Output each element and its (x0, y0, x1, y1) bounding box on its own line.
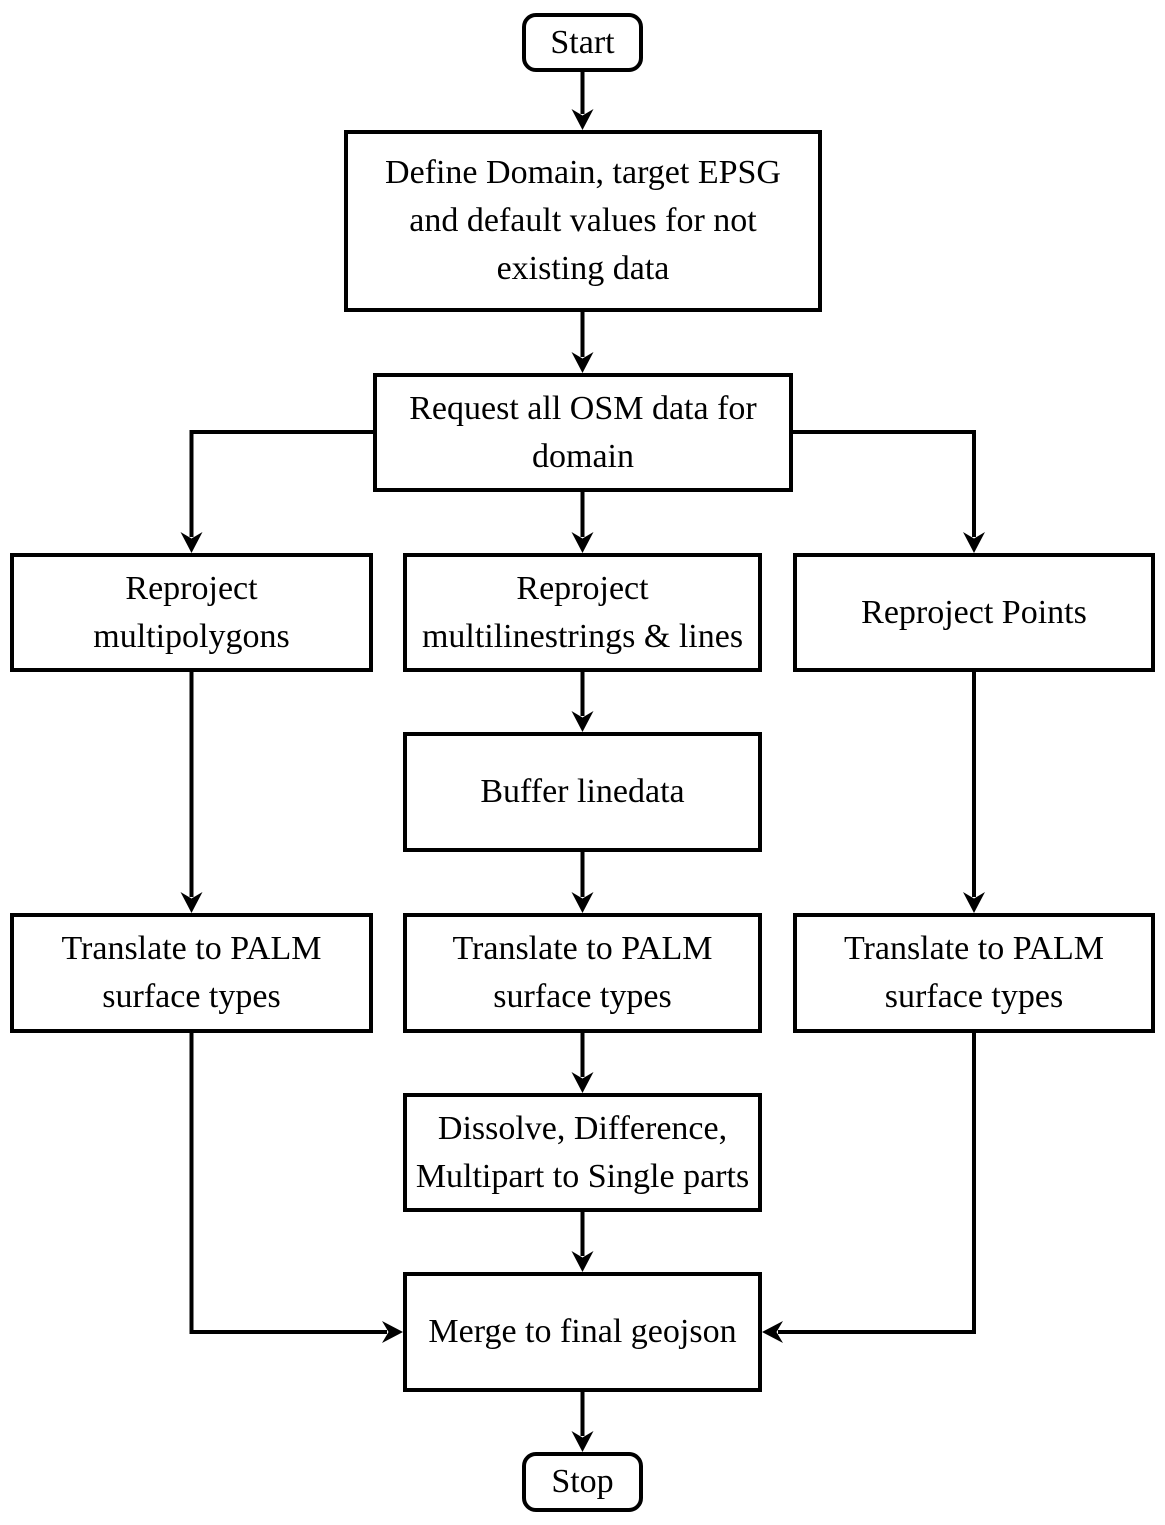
node-reproject-points: Reproject Points (793, 553, 1155, 672)
node-translate-palm-right-label: Translate to PALM surface types (843, 930, 1105, 1015)
node-request-osm-data-label: Request all OSM data for domain (409, 389, 757, 475)
node-start: Start (522, 13, 643, 72)
node-request-osm-data: Request all OSM data for domain (373, 373, 793, 492)
node-reproject-points-label: Reproject Points (861, 593, 1087, 631)
node-buffer-linedata: Buffer linedata (403, 732, 762, 852)
node-stop-label: Stop (551, 1463, 614, 1501)
node-dissolve-difference-label: Dissolve, Difference, Multipart to Singl… (415, 1109, 750, 1195)
node-define-domain: Define Domain, target EPSG and default v… (344, 130, 822, 312)
node-translate-palm-right: Translate to PALM surface types (793, 913, 1155, 1033)
node-define-domain-label: Define Domain, target EPSG and default v… (385, 154, 781, 287)
arrow-request-to-multipolygons (180, 430, 373, 553)
node-reproject-multipolygons: Reproject multipolygons (10, 553, 373, 672)
node-translate-palm-left-label: Translate to PALM surface types (61, 930, 322, 1015)
node-merge-geojson-label: Merge to final geojson (428, 1313, 737, 1351)
node-reproject-multipolygons-label: Reproject multipolygons (93, 569, 290, 655)
node-stop: Stop (522, 1452, 643, 1512)
node-start-label: Start (550, 23, 615, 61)
node-buffer-linedata-label: Buffer linedata (480, 773, 685, 811)
arrow-translate-right-to-merge (762, 1033, 976, 1343)
node-reproject-multilinestrings: Reproject multilinestrings & lines (403, 553, 762, 672)
node-translate-palm-left: Translate to PALM surface types (10, 913, 373, 1033)
node-reproject-multilinestrings-label: Reproject multilinestrings & lines (421, 569, 744, 655)
arrow-request-to-points (793, 430, 985, 553)
node-merge-geojson: Merge to final geojson (403, 1272, 762, 1392)
node-dissolve-difference: Dissolve, Difference, Multipart to Singl… (403, 1093, 762, 1212)
node-translate-palm-middle: Translate to PALM surface types (403, 913, 762, 1033)
node-translate-palm-middle-label: Translate to PALM surface types (452, 930, 713, 1015)
arrow-translate-left-to-merge (189, 1033, 403, 1343)
